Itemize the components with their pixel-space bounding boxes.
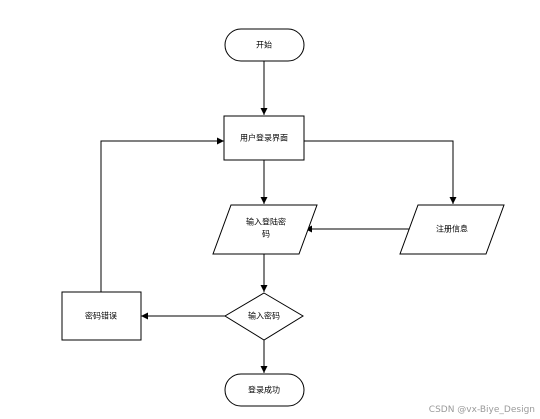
login-ui-process-box: 用户登录界面 (223, 115, 305, 161)
login-success-terminator: 登录成功 (224, 373, 305, 407)
check-password-decision: 输入密码 (224, 292, 304, 341)
password-error-label: 密码错误 (85, 311, 117, 321)
watermark-text: CSDN @vx-Biye_Design (428, 405, 535, 415)
start-label: 开始 (256, 40, 272, 50)
start-terminator: 开始 (224, 28, 305, 62)
input-password-data-shape: 输入登陆密 码 (212, 204, 318, 255)
check-password-label: 输入密码 (248, 311, 280, 321)
password-error-process-box: 密码错误 (61, 291, 142, 341)
edge-password-error-to-login-ui (100, 137, 224, 292)
input-password-label-line2: 码 (262, 230, 270, 239)
register-info-data-shape: 注册信息 (399, 204, 505, 255)
login-success-label: 登录成功 (248, 385, 280, 395)
input-password-label-line1: 输入登陆密 (246, 217, 286, 227)
register-info-label: 注册信息 (436, 224, 468, 234)
edge-login-ui-to-register-info (304, 140, 457, 204)
login-ui-label: 用户登录界面 (240, 133, 288, 143)
